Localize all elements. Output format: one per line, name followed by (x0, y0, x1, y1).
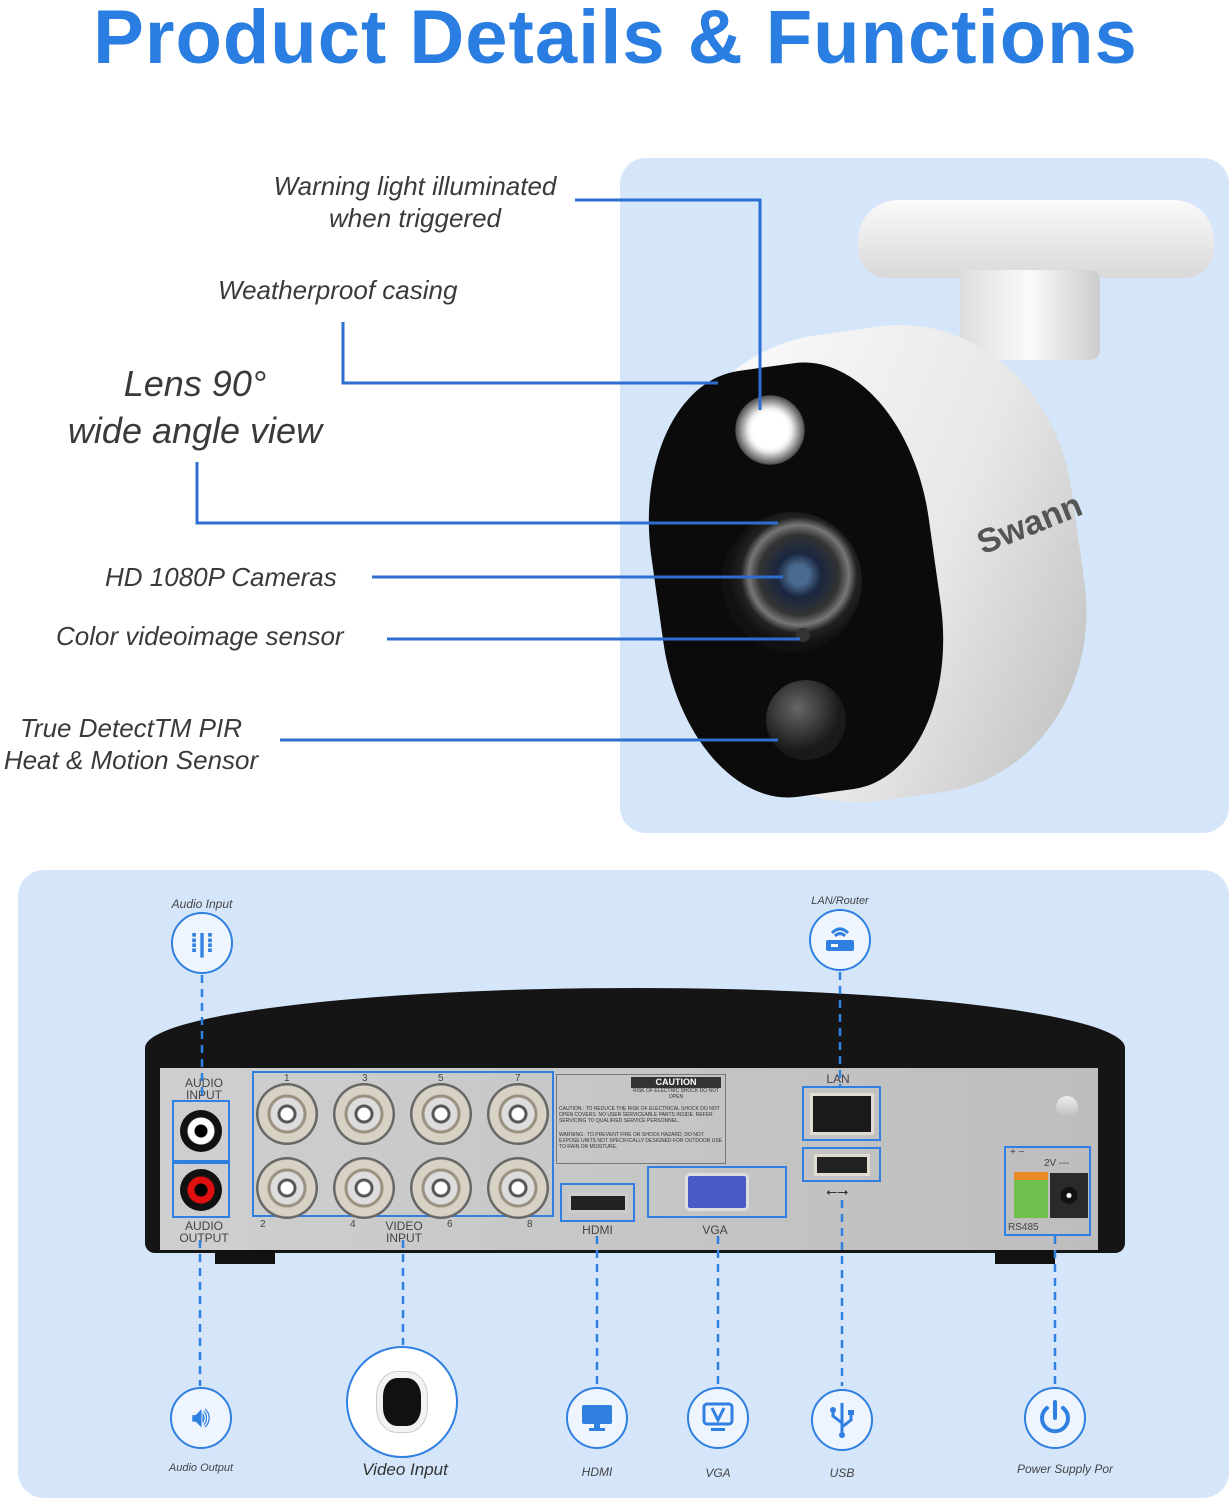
feature-text: wide angle view (67, 410, 323, 451)
pir-sensor-icon (766, 680, 846, 760)
feature-text: Heat & Motion Sensor (3, 745, 259, 775)
channel-8: 8 (527, 1219, 533, 1230)
video-input-ports (252, 1071, 554, 1217)
lens-icon (722, 512, 862, 652)
usb-port (802, 1147, 881, 1182)
camera-leader-lines (195, 198, 800, 742)
power-icon (1024, 1387, 1086, 1449)
audio-input-icon: ⁞|⁞ (171, 912, 233, 974)
bnc-port-3 (333, 1083, 395, 1145)
lan-label: LAN (826, 1072, 850, 1086)
video-input-label: VIDEO INPUT (385, 1219, 423, 1245)
leader-warning-light (575, 198, 762, 410)
camera-thumbnail-icon (346, 1346, 458, 1458)
channel-3: 3 (362, 1073, 368, 1084)
hdmi-port (560, 1183, 635, 1222)
usb-symbol-icon: ⭠⭢ (826, 1183, 849, 1199)
usb-caption: USB (829, 1466, 855, 1480)
feature-text: Lens 90° (123, 363, 267, 404)
bnc-port-7 (487, 1083, 549, 1145)
audio-output-port (172, 1162, 230, 1218)
channel-5: 5 (438, 1073, 444, 1084)
screw-icon (1056, 1096, 1078, 1118)
caution-text: CAUTION : TO REDUCE THE RISK OF ELECTRIC… (559, 1106, 720, 1124)
camera-mount (858, 200, 1214, 278)
bnc-port-2 (256, 1157, 318, 1219)
vga-port (647, 1166, 787, 1218)
audio-output-caption: Audio Output (168, 1462, 234, 1474)
feature-pir: True DetectTM PIR Heat & Motion Sensor (0, 712, 262, 776)
bnc-port-6 (410, 1157, 472, 1219)
router-icon (809, 909, 871, 971)
rs485-terminal (1014, 1172, 1048, 1218)
bnc-port-4 (333, 1157, 395, 1219)
feature-text: Warning light illuminated (273, 171, 557, 201)
lan-caption: LAN/Router (811, 895, 869, 907)
warning-light-icon (735, 395, 805, 465)
dvr-back-panel (160, 1068, 1098, 1250)
hdmi-label: HDMI (582, 1223, 613, 1237)
feature-casing: Weatherproof casing (218, 275, 458, 305)
bnc-port-8 (487, 1157, 549, 1219)
feature-text: when triggered (329, 203, 501, 233)
vga-label: VGA (702, 1223, 728, 1237)
channel-4: 4 (350, 1219, 356, 1230)
vga-monitor-icon (687, 1387, 749, 1449)
feature-warning-light: Warning light illuminated when triggered (250, 170, 580, 234)
power-port (1004, 1146, 1091, 1236)
caution-sub: RISK OF ELECTRIC SHOCK DO NOT OPEN (632, 1088, 720, 1100)
bnc-port-1 (256, 1083, 318, 1145)
dc-jack (1050, 1173, 1088, 1218)
feature-lens: Lens 90° wide angle view (50, 360, 340, 454)
channel-1: 1 (284, 1073, 290, 1084)
usb-icon (811, 1389, 873, 1451)
audio-input-port (172, 1100, 230, 1162)
terminal-label: + − (1010, 1147, 1025, 1158)
audio-output-label: AUDIO OUTPUT (179, 1219, 229, 1245)
power-voltage-label: 2V --- (1044, 1158, 1069, 1169)
dvr-foot-left (215, 1250, 275, 1264)
hdmi-caption: HDMI (581, 1465, 613, 1479)
speaker-icon: 🔊︎ (170, 1387, 232, 1449)
feature-sensor: Color videoimage sensor (56, 621, 344, 651)
vga-caption: VGA (705, 1466, 731, 1480)
lan-port (802, 1086, 881, 1141)
bnc-port-5 (410, 1083, 472, 1145)
channel-7: 7 (515, 1073, 521, 1084)
audio-input-caption: Audio Input (171, 897, 233, 911)
caution-title: CAUTION (631, 1077, 721, 1088)
channel-6: 6 (447, 1219, 453, 1230)
feature-hd: HD 1080P Cameras (105, 562, 337, 592)
leader-casing (341, 322, 718, 385)
leader-lens (195, 462, 778, 525)
feature-text: True DetectTM PIR (19, 713, 242, 743)
caution-label: CAUTION RISK OF ELECTRIC SHOCK DO NOT OP… (556, 1074, 726, 1164)
bnc-grid (256, 1083, 556, 1219)
page-title: Product Details & Functions (93, 0, 1138, 80)
warning-text: WARNING : TO PREVENT FIRE OR SHOCK HAZAR… (559, 1132, 723, 1150)
rs485-label: RS485 (1008, 1222, 1039, 1233)
channel-2: 2 (260, 1219, 266, 1230)
power-caption: Power Supply Por (1016, 1462, 1114, 1476)
dvr-foot-right (995, 1250, 1055, 1264)
audio-input-label: AUDIO INPUT (184, 1076, 223, 1102)
monitor-icon (566, 1387, 628, 1449)
camera-arm (960, 270, 1100, 360)
video-input-caption: Video Input (362, 1460, 448, 1479)
